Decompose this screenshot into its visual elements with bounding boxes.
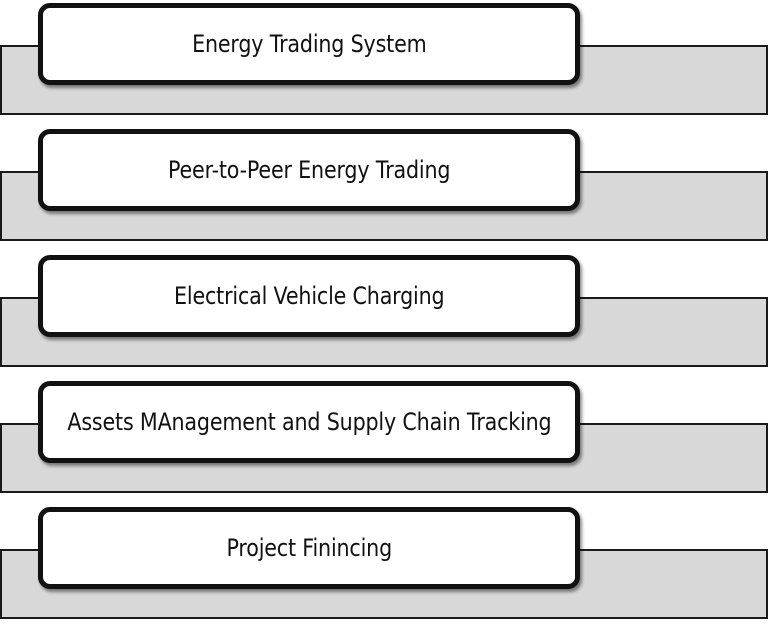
diagram-row: Project Finincing bbox=[0, 504, 772, 624]
diagram-row: Energy Trading System bbox=[0, 0, 772, 120]
diagram-row: Assets MAnagement and Supply Chain Track… bbox=[0, 378, 772, 498]
diagram-row: Peer-to-Peer Energy Trading bbox=[0, 126, 772, 246]
row-card: Energy Trading System bbox=[38, 3, 580, 85]
row-card: Electrical Vehicle Charging bbox=[38, 255, 580, 337]
row-label: Assets MAnagement and Supply Chain Track… bbox=[66, 408, 552, 436]
row-label: Peer-to-Peer Energy Trading bbox=[167, 156, 451, 184]
row-label: Project Finincing bbox=[226, 534, 392, 562]
row-card: Project Finincing bbox=[38, 507, 580, 589]
row-label: Electrical Vehicle Charging bbox=[173, 282, 445, 310]
row-card: Assets MAnagement and Supply Chain Track… bbox=[38, 381, 580, 463]
row-label: Energy Trading System bbox=[191, 30, 427, 58]
row-card: Peer-to-Peer Energy Trading bbox=[38, 129, 580, 211]
diagram-row: Electrical Vehicle Charging bbox=[0, 252, 772, 372]
